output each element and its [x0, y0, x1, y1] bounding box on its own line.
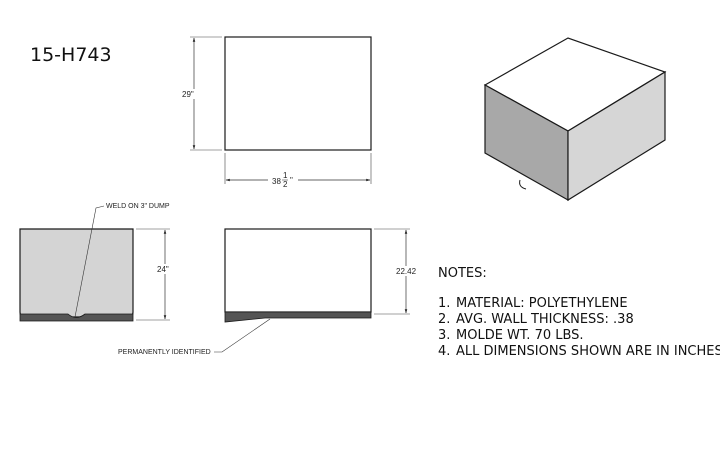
side-view-base — [19, 313, 134, 322]
weld-callout: WELD ON 3" DUMP — [106, 203, 170, 210]
note-item: 3.MOLDE WT. 70 LBS. — [438, 328, 584, 343]
note-item: 2.AVG. WALL THICKNESS: .38 — [438, 312, 634, 327]
notes-list: 1.MATERIAL: POLYETHYLENE 2.AVG. WALL THI… — [438, 296, 720, 360]
front-view: 22.42 PERMANENTLY IDENTIFIED — [118, 228, 417, 356]
svg-text:2: 2 — [283, 180, 288, 189]
height-dim-label-top: 29" — [182, 90, 194, 99]
part-number: 15-H743 — [30, 44, 112, 66]
notes-heading: NOTES: — [438, 266, 487, 281]
front-view-outline — [224, 228, 372, 313]
side-view: 24" WELD ON 3" DUMP — [19, 203, 175, 322]
notes-block: NOTES: 1.MATERIAL: POLYETHYLENE 2.AVG. W… — [438, 266, 720, 360]
side-view-body — [19, 228, 134, 318]
height-dim-label-front: 22.42 — [396, 267, 417, 276]
front-view-base — [224, 311, 372, 323]
iso-dump-fitting — [519, 179, 527, 190]
width-dim-label: 38 1 2 " — [272, 171, 293, 189]
svg-text:1: 1 — [283, 171, 288, 180]
svg-text:38: 38 — [272, 177, 281, 186]
note-item: 1.MATERIAL: POLYETHYLENE — [438, 296, 628, 311]
note-item: 4.ALL DIMENSIONS SHOWN ARE IN INCHES — [438, 344, 720, 359]
weld-leader — [74, 205, 105, 318]
top-view-outline — [224, 36, 372, 151]
top-view: 29" 38 1 2 " — [180, 36, 372, 189]
height-dim-label-side: 24" — [157, 265, 169, 274]
identified-callout: PERMANENTLY IDENTIFIED — [118, 349, 211, 356]
identified-leader — [214, 318, 271, 353]
iso-right-face — [567, 70, 666, 202]
svg-text:": " — [290, 176, 293, 185]
isometric-view — [483, 37, 667, 202]
